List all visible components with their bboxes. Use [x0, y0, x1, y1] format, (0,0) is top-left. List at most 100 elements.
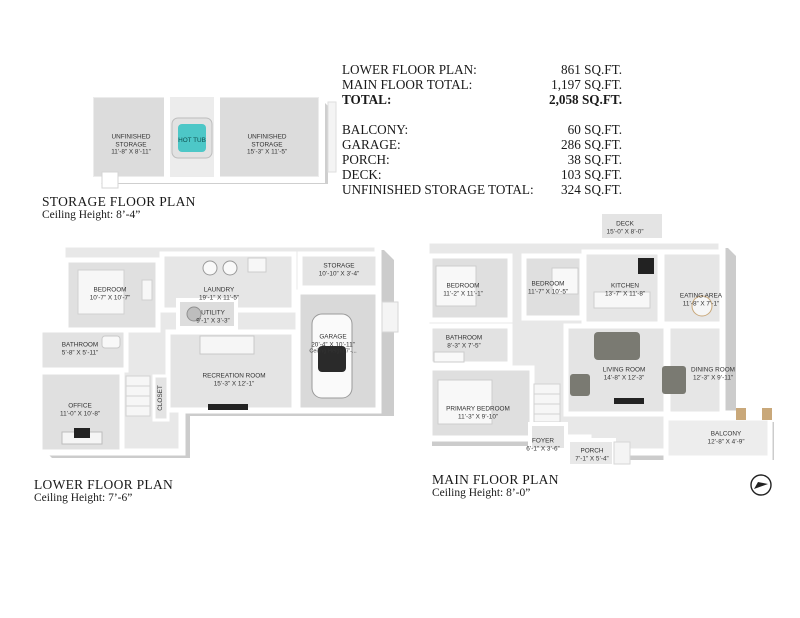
main-plan-title: MAIN FLOOR PLAN [432, 472, 559, 487]
room-label-eating-area: EATING AREA 11’-8” X 7’-1” [680, 292, 722, 307]
summary-value: 2,058 SQ.FT. [548, 92, 622, 108]
room-label-porch: PORCH 7’-1” X 5’-4” [575, 447, 608, 462]
room-label-laundry: LAUNDRY 19’-1” X 11’-5” [199, 286, 239, 301]
storage-room-left [94, 98, 164, 176]
main-foyer [528, 422, 568, 452]
main-dining-room [665, 323, 725, 417]
bathtub [433, 351, 465, 363]
room-name: BATHROOM [445, 334, 483, 342]
summary-value: 38 SQ.FT. [567, 152, 622, 168]
room-dimension: 9’-1” X 3’-3” [196, 317, 230, 324]
room-dimension: 15’-0” X 8’-0” [606, 228, 644, 235]
room-label-garage: GARAGE 20’-4” X 10’-11” Ceiling Height 7… [309, 334, 356, 357]
car-windshield [318, 346, 346, 372]
lower-floor-plan-drawing [32, 240, 399, 458]
water-heater [186, 306, 202, 322]
room-label-kitchen: KITCHEN 13’-7” X 11’-8” [605, 282, 645, 297]
room-label-lower-bedroom: BEDROOM 10’-7” X 10’-7” [90, 286, 131, 301]
room-dimension: 12’-8” X 4’-9” [707, 438, 745, 445]
room-label-dining-room: DINING ROOM 12’-3” X 9’-11” [691, 366, 735, 381]
room-label-balcony: BALCONY 12’-8” X 4’-9” [708, 430, 745, 445]
north-arrow-icon [750, 474, 772, 496]
room-dimension: 11’-3” X 9’-10” [457, 413, 499, 420]
bedroom-desk [141, 279, 153, 301]
main-porch [566, 438, 616, 468]
summary-label: UNFINISHED STORAGE TOTAL: [342, 182, 534, 198]
room-name: BATHROOM [61, 341, 99, 349]
room-dimension: 19’-1” X 11’-5” [198, 294, 240, 301]
summary-value: 103 SQ.FT. [561, 167, 622, 183]
room-label-unfinished-storage-right: UNFINISHED STORAGE 15’-3” X 11’-5” [247, 134, 287, 157]
room-name: STORAGE [323, 262, 355, 270]
storage-stairs [101, 171, 119, 189]
fridge [638, 258, 654, 274]
room-name: DECK [616, 220, 634, 228]
summary-balcony: BALCONY: 60 SQ.FT. [342, 122, 622, 137]
room-dimension: 11’-2” X 11’-1” [443, 290, 483, 297]
room-dimension: 20’-4” X 10’-11” [311, 341, 355, 349]
room-dimension: 11’-8” X 8’-11” [111, 148, 151, 156]
room-dimension: 5’-8” X 5’-11” [61, 349, 99, 356]
room-name: LIVING ROOM [602, 366, 646, 374]
room-dimension: 13’-7” X 11’-8” [604, 290, 646, 297]
summary-label: TOTAL: [342, 92, 392, 108]
room-dimension: 11’-7” X 10’-5” [527, 288, 569, 295]
room-name: BEDROOM [93, 286, 127, 294]
main-deck [598, 210, 666, 242]
summary-label: GARAGE: [342, 136, 401, 152]
storage-floor-plan-drawing [87, 91, 337, 189]
room-name: PORCH [580, 447, 604, 455]
summary-porch: PORCH: 38 SQ.FT. [342, 152, 622, 167]
summary-value: 861 SQ.FT. [561, 62, 622, 77]
room-label-main-bedroom-2: BEDROOM 11’-7” X 10’-5” [528, 280, 568, 295]
summary-label: MAIN FLOOR TOTAL: [342, 77, 473, 93]
laundry-counter [247, 257, 267, 273]
dining-sofa [662, 366, 686, 394]
room-label-foyer: FOYER 6’-1” X 3’-6” [526, 437, 559, 452]
room-name: LAUNDRY [203, 286, 235, 294]
eating-table [691, 295, 713, 317]
summary-label: LOWER FLOOR PLAN: [342, 62, 477, 77]
summary-deck: DECK: 103 SQ.FT. [342, 167, 622, 182]
lower-plan-title: LOWER FLOOR PLAN [34, 477, 174, 492]
room-name: BEDROOM [446, 282, 480, 290]
summary-lower-floor: LOWER FLOOR PLAN: 861 SQ.FT. [342, 62, 622, 77]
summary-value: 286 SQ.FT. [561, 136, 622, 152]
room-name: UNFINISHED STORAGE [247, 133, 287, 149]
room-name: UNFINISHED STORAGE [111, 133, 151, 149]
room-label-living-room: LIVING ROOM 14’-8” X 12’-3” [603, 366, 646, 381]
main-plan-ceiling: Ceiling Height: 8’-0” [432, 487, 531, 499]
room-label-lower-bathroom: BATHROOM 5’-8” X 5’-11” [62, 341, 98, 356]
summary-garage: GARAGE: 286 SQ.FT. [342, 137, 622, 152]
room-dimension: 8’-3” X 7’-5” [447, 342, 481, 349]
summary-value: 60 SQ.FT. [567, 121, 622, 137]
room-name: CLOSET [157, 385, 165, 411]
room-dimension: 11’-0” X 10’-8” [59, 410, 101, 417]
room-label-unfinished-storage-left: UNFINISHED STORAGE 11’-8” X 8’-11” [111, 134, 151, 157]
living-sofa [594, 332, 640, 360]
room-label-lower-storage: STORAGE 10’-10” X 3’-4” [319, 262, 360, 277]
room-name: FOYER [531, 437, 555, 445]
room-dimension: 10’-7” X 10’-7” [89, 294, 131, 301]
room-name: EATING AREA [679, 292, 723, 300]
bath-sink [101, 335, 121, 349]
room-name: KITCHEN [610, 282, 640, 290]
hot-tub-water [178, 124, 206, 152]
kitchen-island [593, 291, 651, 309]
storage-plan-title: STORAGE FLOOR PLAN [42, 194, 196, 209]
main-floor-plan-drawing [422, 210, 774, 468]
room-dimension: 15’-3” X 11’-5” [246, 148, 288, 156]
room-dimension: 7’-1” X 5’-4” [575, 455, 609, 462]
room-dimension: 10’-10” X 3’-4” [318, 270, 360, 277]
lower-plan-ceiling: Ceiling Height: 7’-6” [34, 492, 133, 504]
lower-closet [152, 374, 170, 422]
room-label-office: OFFICE 11’-0” X 10’-8” [60, 402, 100, 417]
summary-total: TOTAL: 2,058 SQ.FT. [342, 92, 622, 107]
room-label-utility: UTILITY 9’-1” X 3’-3” [196, 309, 229, 324]
tv-console [614, 398, 644, 404]
armchair [570, 374, 590, 396]
garage-side-stairs [381, 301, 399, 333]
rec-sofa [199, 335, 255, 355]
room-note: Ceiling Height 7’-... [309, 348, 357, 355]
room-name: RECREATION ROOM [202, 372, 266, 380]
